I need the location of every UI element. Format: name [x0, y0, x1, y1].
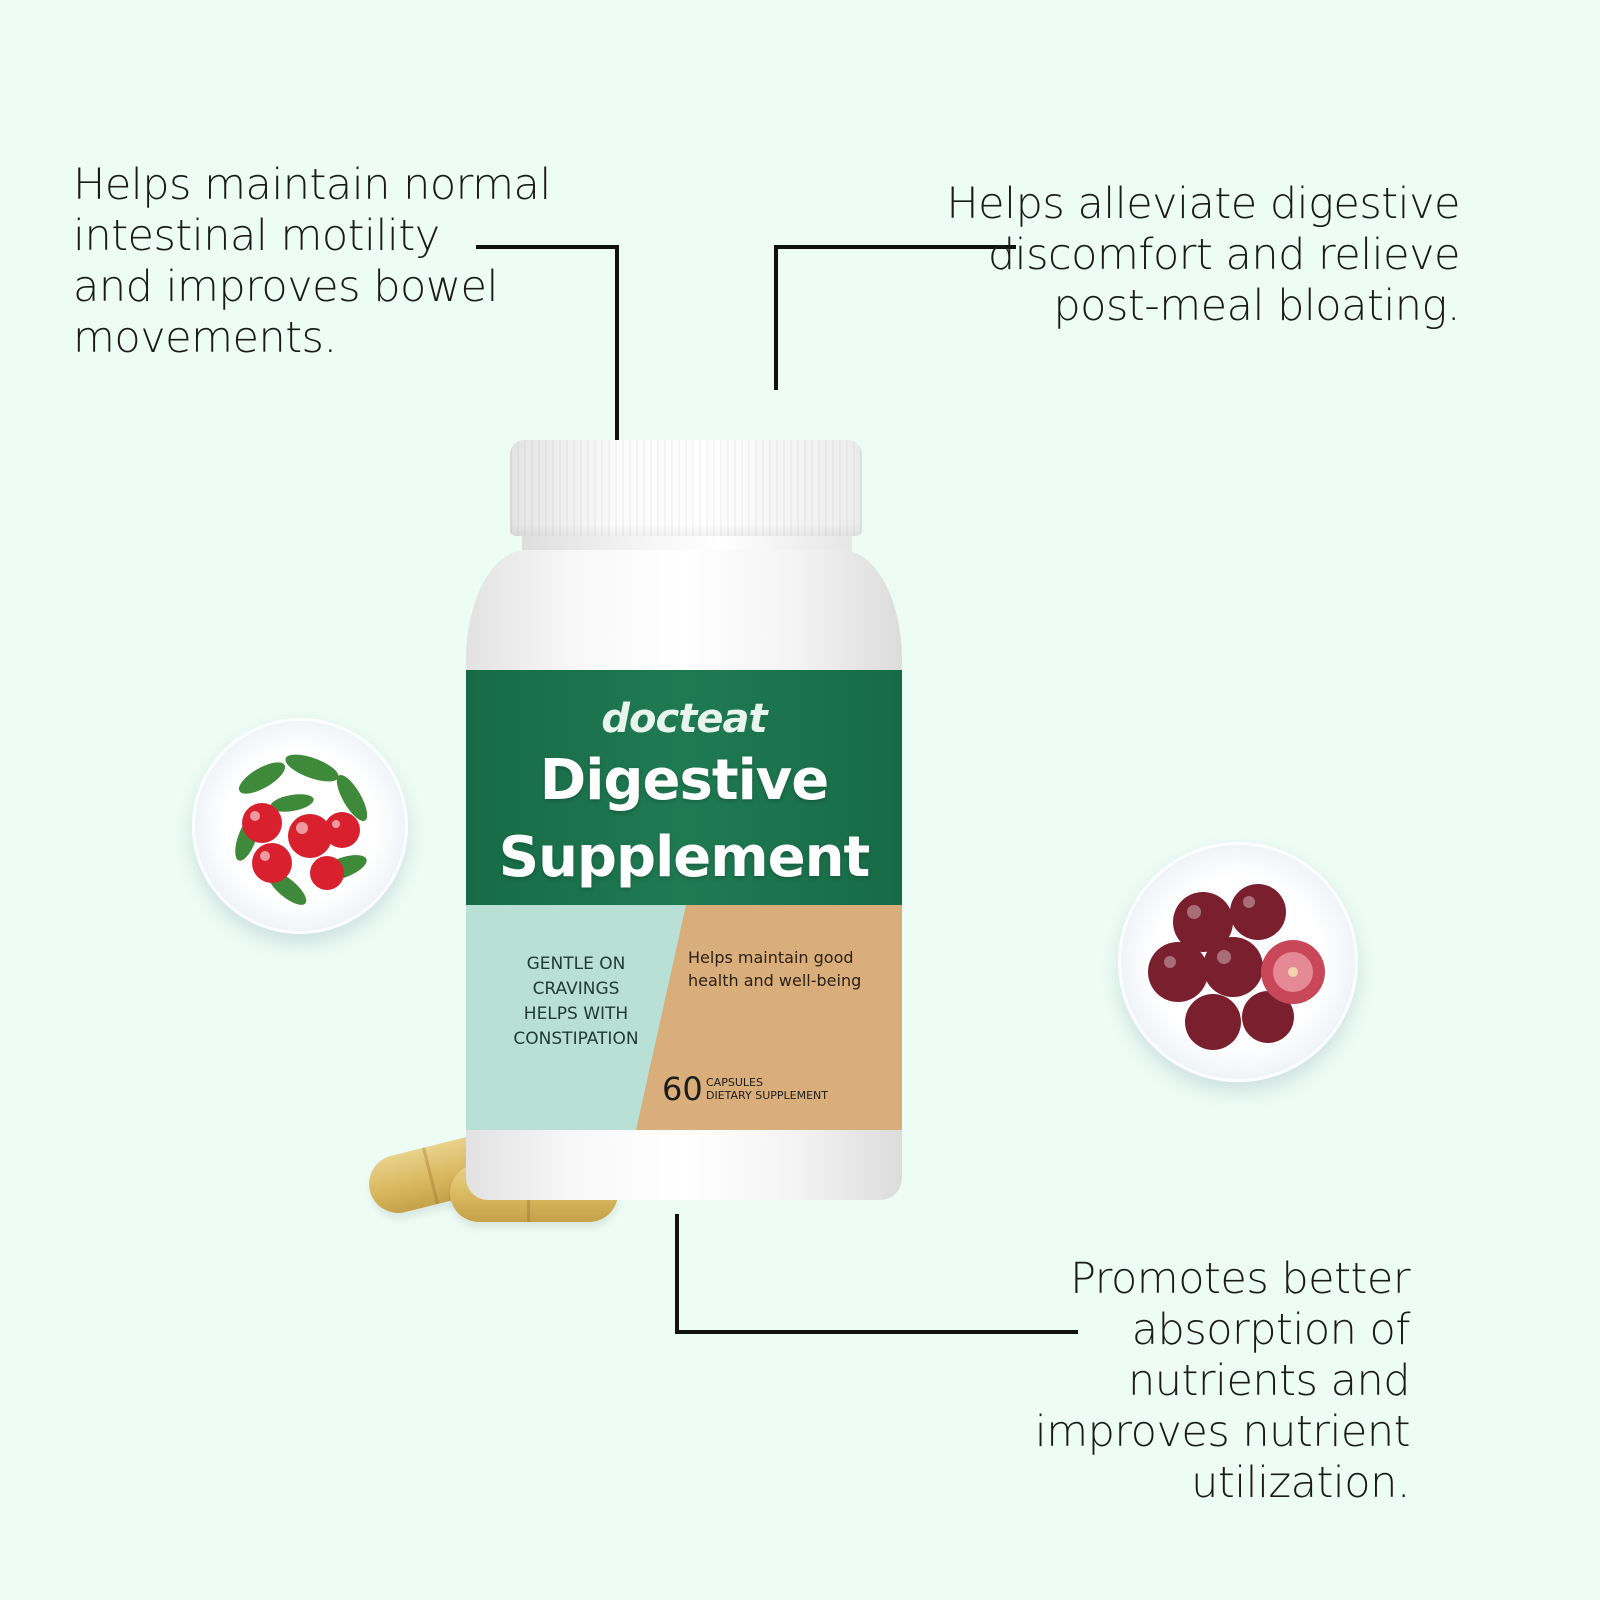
product-name-line1: Digestive: [539, 748, 830, 813]
benefit-bloating: Helps alleviate digestive discomfort and…: [946, 179, 1460, 331]
claim-line: GENTLE ON: [526, 954, 626, 974]
product-claims: GENTLE ON CRAVINGS HELPS WITH CONSTIPATI…: [476, 952, 676, 1052]
brand-logo: docteat: [601, 696, 767, 742]
claim-line: HELPS WITH: [523, 1004, 629, 1024]
benefit-absorption: Promotes better absorption of nutrients …: [1034, 1254, 1411, 1508]
berries-icon: [192, 718, 408, 934]
bottle-cap: [510, 440, 862, 536]
claim-line: CONSTIPATION: [513, 1029, 639, 1049]
product-label: docteat Digestive Supplement GENTLE ON C…: [466, 670, 902, 1130]
grapes-icon: [1118, 842, 1358, 1082]
claim-line: CRAVINGS: [532, 979, 620, 999]
product-name-line2: Supplement: [498, 825, 871, 890]
supplement-bottle: docteat Digestive Supplement GENTLE ON C…: [466, 440, 902, 1200]
capsule-count-desc: CAPSULES DIETARY SUPPLEMENT: [706, 1076, 828, 1102]
bottle-body: docteat Digestive Supplement GENTLE ON C…: [466, 550, 902, 1200]
product-tagline: Helps maintain good health and well-bein…: [688, 948, 862, 990]
count-unit: CAPSULES: [706, 1076, 763, 1089]
capsule-count: 60: [662, 1070, 703, 1108]
benefit-motility: Helps maintain normal intestinal motilit…: [73, 160, 551, 363]
count-desc: DIETARY SUPPLEMENT: [706, 1089, 828, 1102]
